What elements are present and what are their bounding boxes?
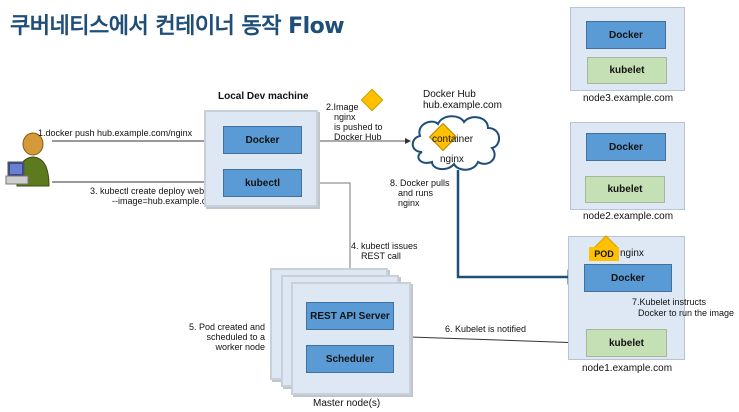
step2-label-line4: Docker Hub	[334, 132, 382, 142]
step7-label-line1: 7.Kubelet instructs	[632, 297, 707, 307]
master-node-label: Master node(s)	[313, 398, 381, 409]
arrow-step6	[409, 336, 584, 346]
node3-label: node3.example.com	[583, 93, 674, 104]
step3-label-line2: --image=hub.example.com/nginx	[112, 196, 243, 206]
step2-label-line3: is pushed to	[334, 122, 383, 132]
step2-label-line2: nginx	[334, 112, 356, 122]
step5-label-line2: scheduled to a	[206, 332, 265, 342]
pod-badge: POD	[589, 247, 619, 261]
node2-docker-box[interactable]: Docker	[586, 133, 666, 161]
hub-image-label: nginx	[440, 154, 464, 165]
rest-api-server-box[interactable]: REST API Server	[306, 302, 394, 330]
step7-label-line2: Docker to run the image	[638, 308, 735, 318]
docker-hub-label: Docker Hub	[423, 89, 476, 100]
docker-hub-url: hub.example.com	[423, 100, 502, 111]
step2-label-line1: 2.Image	[326, 102, 359, 112]
user-icon	[5, 130, 53, 192]
node1-docker-box[interactable]: Docker	[584, 264, 672, 292]
step8-label-line3: nginx	[398, 198, 420, 208]
node3-docker-box[interactable]: Docker	[586, 21, 666, 49]
hub-container-label: container	[432, 134, 474, 145]
step6-label: 6. Kubelet is notified	[445, 324, 527, 334]
node1-kubelet-box[interactable]: kubelet	[586, 329, 667, 357]
scheduler-box[interactable]: Scheduler	[306, 345, 394, 373]
node2-kubelet-box[interactable]: kubelet	[585, 176, 665, 203]
step5-label-line3: worker node	[215, 342, 265, 352]
step1-label: 1.docker push hub.example.com/nginx	[38, 128, 193, 138]
step4-label-line1: 4. kubectl issues	[351, 241, 418, 251]
step4-label-line2: REST call	[361, 251, 401, 261]
local-kubectl-box[interactable]: kubectl	[223, 169, 302, 197]
local-docker-box[interactable]: Docker	[223, 126, 302, 154]
master-node	[291, 282, 411, 395]
arrow-step8	[456, 170, 583, 285]
local-dev-label: Local Dev machine	[218, 91, 309, 102]
node2-label: node2.example.com	[583, 211, 674, 222]
step8-label-line2: and runs	[398, 188, 434, 198]
step5-label-line1: 5. Pod created and	[188, 322, 265, 332]
step3-label-line1: 3. kubectl create deploy web ₩	[90, 186, 216, 196]
node1-label: node1.example.com	[582, 363, 673, 374]
node3-kubelet-box[interactable]: kubelet	[587, 57, 667, 84]
step8-label-line1: 8. Docker pulls	[390, 178, 450, 188]
page-title: 쿠버네티스에서 컨테이너 동작 Flow	[10, 14, 345, 39]
pod-image-label: nginx	[620, 248, 644, 259]
